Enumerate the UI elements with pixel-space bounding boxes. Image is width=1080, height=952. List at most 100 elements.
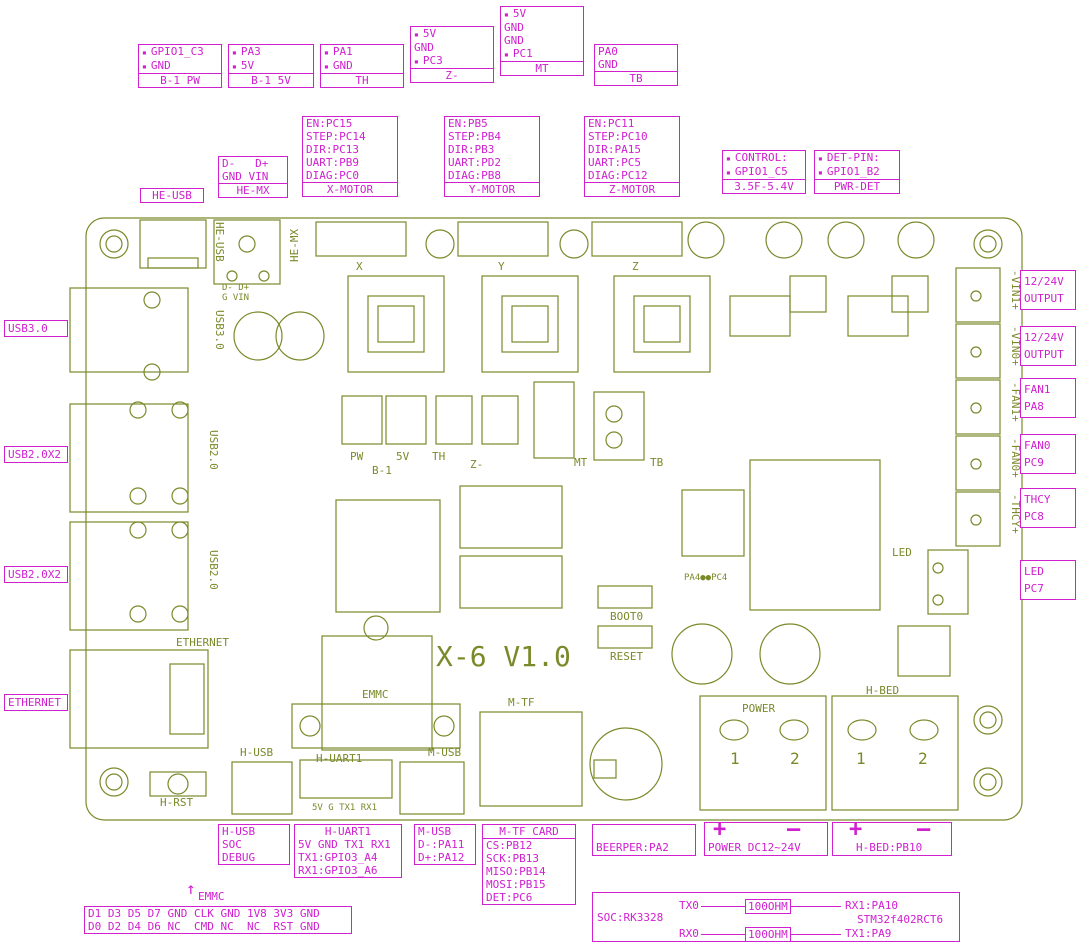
pin-row: PC1 (501, 47, 583, 61)
hbed-terminal (831, 695, 959, 811)
ethernet-connector (69, 649, 209, 749)
label-title: Y-MOTOR (445, 182, 539, 196)
pin-row: STEP:PC14 (306, 130, 366, 143)
silk-h-uart1: H-UART1 (316, 752, 362, 765)
label-row: D+:PA12 (418, 851, 465, 864)
silk-he-mx-pins-bottom: G VIN (222, 293, 249, 303)
label-row: FAN0 (1024, 439, 1051, 452)
tx1: TX1:PA9 (845, 927, 892, 940)
silk-power-1: 1 (730, 749, 740, 768)
board-outline (85, 217, 1023, 821)
label-control: CONTROL: GPIO1_C5 3.5F-5.4V (722, 150, 806, 194)
silk-reset: RESET (610, 650, 643, 663)
5v-connector (385, 395, 427, 445)
silk-ethernet: ETHERNET (176, 636, 229, 649)
pin-row: PA0 (598, 45, 618, 58)
silk-he-usb: HE-USB (213, 222, 226, 262)
pin-row: DIAG:PC0 (306, 169, 359, 182)
label-tb: PA0 GND TB (594, 44, 678, 86)
label-z-motor: EN:PC11 STEP:PC10 DIR:PA15 UART:PC5 DIAG… (584, 116, 680, 197)
silk-tb: TB (650, 456, 664, 469)
pin-row: EN:PC11 (588, 117, 635, 130)
h-uart1-connector (299, 759, 393, 799)
label-title: PWR-DET (815, 179, 899, 193)
silk-h-rst: H-RST (160, 796, 193, 809)
label-title: Z- (411, 68, 493, 82)
label-title: TB (595, 71, 677, 85)
label-row: 5V GND TX1 RX1 (298, 838, 391, 851)
zm-connector (481, 395, 519, 445)
pin-row: D1 D3 D5 D7 GND CLK GND 1V8 3V3 GND (88, 907, 320, 920)
pin-row: EN:PB5 (448, 117, 488, 130)
vin0-connector (955, 323, 1001, 379)
silk-5v: 5V (396, 450, 410, 463)
label-mt: 5V GND GND PC1 MT (500, 6, 584, 76)
silk-h-usb: H-USB (240, 746, 273, 759)
label-power: + — POWER DC12~24V (704, 817, 828, 856)
pin-row: DIAG:PB8 (448, 169, 501, 182)
beeper (589, 727, 663, 801)
pin-row: STEP:PC10 (588, 130, 648, 143)
vin1-connector (955, 267, 1001, 323)
silk-z: Z (632, 260, 639, 273)
silk-usb2b: USB2.0 (207, 550, 220, 590)
pin-row: DIR:PA15 (588, 143, 641, 156)
mount-hole (973, 767, 1003, 797)
pin-row: EN:PC15 (306, 117, 353, 130)
label-row: PA8 (1024, 400, 1044, 413)
label-row: 12/24V (1024, 331, 1064, 344)
soc-name: SOC:RK3328 (597, 911, 664, 924)
label-uart-link: SOC:RK3328 TX0 RX0 100OHM 100OHM RX1:PA1… (592, 892, 960, 942)
mtf-slot (479, 711, 583, 807)
label-title: B-1 5V (229, 73, 313, 87)
label-row: PC7 (1024, 582, 1044, 595)
soc-chip (335, 499, 441, 613)
pin-row: 5V (411, 27, 493, 41)
label-b1-pw: GPIO1_C3 GND B-1 PW (138, 44, 222, 88)
label-title: Z-MOTOR (585, 182, 679, 196)
label-b1-5v: PA3 5V B-1 5V (228, 44, 314, 88)
he-mx-connector (213, 219, 281, 285)
y-driver (481, 275, 579, 373)
emmc-arrow: ↑ (186, 879, 196, 898)
label-row: CS:PB12 (486, 839, 533, 852)
label-usb3: USB3.0 (4, 320, 68, 337)
supercap (759, 623, 821, 685)
silk-thcy: -THCY+ (1009, 494, 1022, 534)
label-emmc-pinout: D1 D3 D5 D7 GND CLK GND 1V8 3V3 GND D0 D… (84, 906, 352, 934)
silk-mt: MT (574, 456, 588, 469)
label-ethernet: ETHERNET (4, 694, 68, 711)
mount-hole (973, 705, 1003, 735)
label-row: MISO:PB14 (486, 865, 546, 878)
ram-chip (459, 485, 563, 549)
pin-row: GPIO1_C5 (723, 165, 805, 179)
z-driver (613, 275, 711, 373)
m-usb-connector (399, 761, 465, 815)
label-row: LED (1024, 565, 1044, 578)
pin-row: GND VIN (222, 170, 269, 183)
label-text: USB2.0X2 (8, 448, 61, 461)
label-y-motor: EN:PB5 STEP:PB4 DIR:PB3 UART:PD2 DIAG:PB… (444, 116, 540, 197)
label-text: BEERPER:PA2 (596, 841, 669, 854)
label-row: 12/24V (1024, 275, 1064, 288)
silk-hbed: H-BED (866, 684, 899, 697)
label-row: OUTPUT (1024, 292, 1064, 305)
silk-zm: Z- (470, 458, 483, 471)
label-title: X-MOTOR (303, 182, 397, 196)
minus-sign: — (787, 817, 801, 842)
mt-connector (533, 381, 575, 459)
capacitor (233, 311, 283, 361)
h-usb-connector (231, 761, 293, 815)
label-fan0: FAN0 PC9 (1020, 434, 1076, 474)
label-text: USB2.0X2 (8, 568, 61, 581)
pin-row: PC3 (411, 54, 493, 68)
he-usb-connector (139, 219, 207, 269)
pin-row: STEP:PB4 (448, 130, 501, 143)
y-motor-connector (457, 221, 549, 257)
pin-row: DIR:PC13 (306, 143, 359, 156)
pin-row: GND (504, 34, 524, 47)
label-z-minus: 5V GND PC3 Z- (410, 26, 494, 83)
x-motor-connector (315, 221, 407, 257)
label-h-usb: H-USB SOC DEBUG (218, 824, 290, 865)
